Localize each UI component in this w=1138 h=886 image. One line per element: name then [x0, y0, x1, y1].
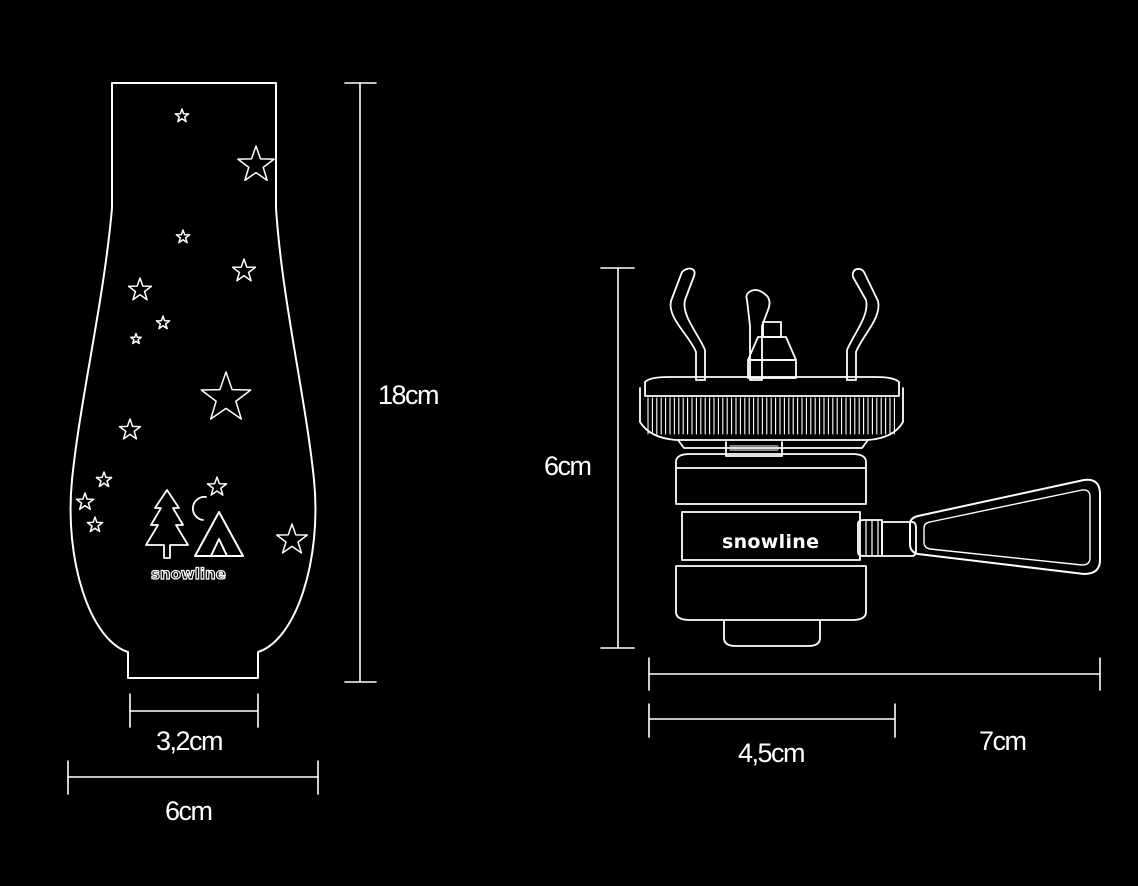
stove-total-width-dimension	[649, 658, 1100, 690]
body-base	[724, 620, 820, 646]
support-arm-left	[671, 269, 705, 380]
stove-body-width-dimension	[649, 704, 895, 737]
globe-neck-width-label: 3,2cm	[156, 726, 224, 756]
star-icon	[233, 259, 256, 281]
star-icon	[96, 472, 111, 486]
star-icon	[201, 372, 250, 419]
tent-icon	[195, 512, 243, 556]
valve-ridges	[866, 521, 878, 555]
stove-brand-logo: snowline	[722, 531, 820, 553]
star-icon	[207, 477, 226, 495]
star-icon	[156, 316, 169, 329]
body-upper	[676, 468, 866, 504]
body-lower	[676, 566, 866, 620]
burner-ring-underside	[678, 440, 868, 456]
burner-nozzle	[748, 322, 796, 378]
globe-width-label: 6cm	[165, 796, 213, 826]
star-icon	[120, 419, 141, 439]
stove-height-label: 6cm	[544, 451, 592, 481]
star-icon	[277, 524, 307, 553]
star-icon	[131, 334, 141, 344]
star-icons	[76, 109, 307, 553]
lantern-globe	[71, 83, 316, 678]
star-icon	[238, 146, 274, 180]
moon-icon	[193, 497, 206, 520]
star-icon	[87, 517, 102, 531]
globe-height-label: 18cm	[378, 380, 440, 410]
tree-icon	[146, 490, 188, 558]
stove-total-width-label: 7cm	[979, 726, 1027, 756]
valve-joint	[882, 522, 916, 556]
support-arm-right	[847, 269, 879, 380]
burner-ring-ribs	[648, 398, 894, 434]
star-icon	[129, 278, 152, 300]
globe-width-dimension	[68, 761, 318, 794]
globe-brand-logo: snowline	[150, 564, 226, 583]
globe-neck-width-dimension	[130, 694, 258, 727]
support-arm-center	[746, 290, 769, 380]
globe-height-dimension	[345, 83, 376, 682]
globe-outline	[71, 83, 316, 678]
control-handle	[910, 480, 1100, 574]
gas-stove	[640, 269, 1100, 646]
stove-height-dimension	[601, 268, 634, 648]
body-collar	[676, 454, 866, 468]
star-icon	[76, 493, 93, 509]
burner-ring-top	[645, 377, 899, 396]
control-handle-inner	[924, 490, 1090, 565]
burner-ring-body	[640, 388, 903, 440]
stove-body-width-label: 4,5cm	[738, 738, 806, 768]
body-middle	[682, 512, 860, 560]
star-icon	[175, 109, 188, 122]
star-icon	[176, 230, 189, 243]
